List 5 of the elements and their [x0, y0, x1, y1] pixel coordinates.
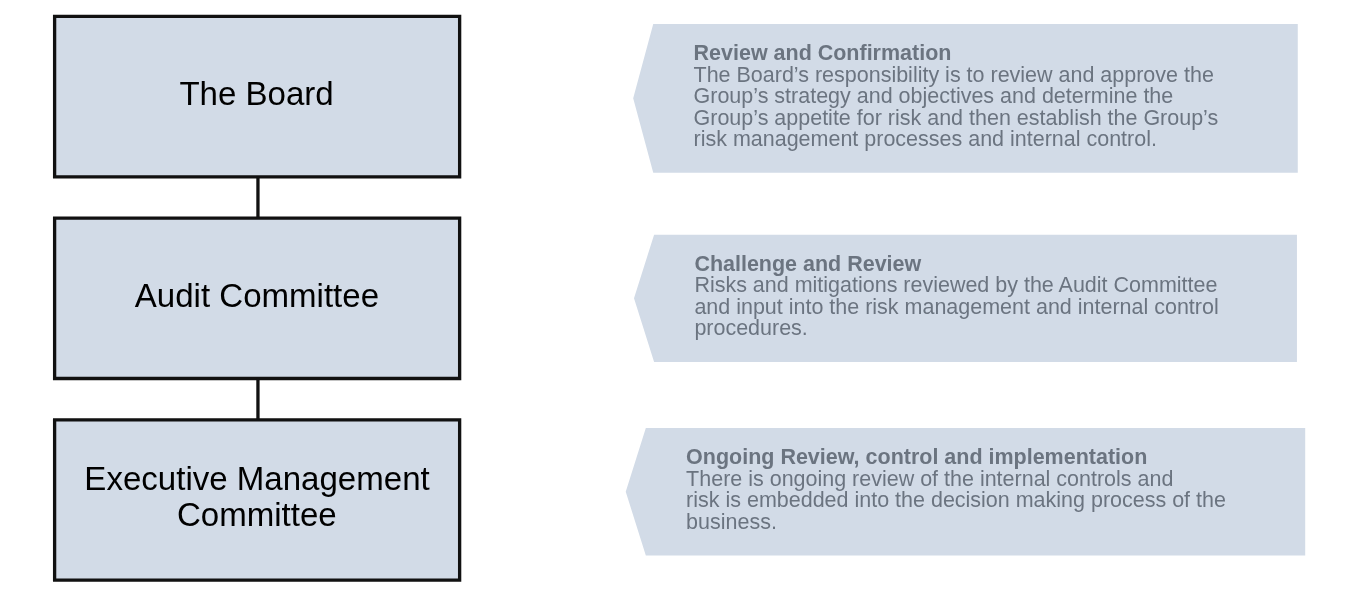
node-box: Audit Committee: [52, 216, 462, 381]
connector: [256, 176, 260, 218]
node-box: The Board: [52, 14, 462, 179]
node-box: Executive Management Committee: [52, 418, 462, 582]
connector: [256, 378, 260, 420]
